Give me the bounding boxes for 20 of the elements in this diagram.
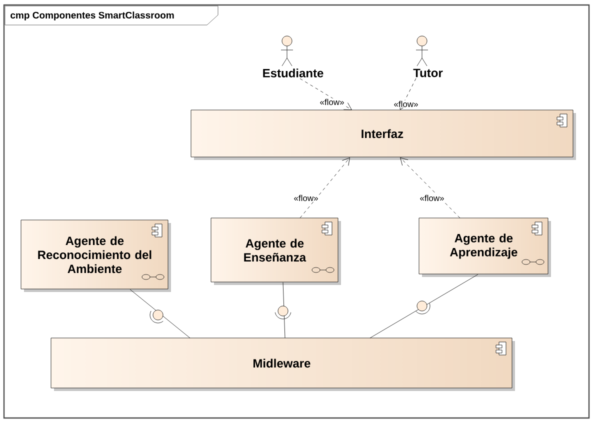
connector xyxy=(130,289,190,338)
edge-label: «flow» xyxy=(394,100,418,108)
connector xyxy=(370,274,478,338)
actor: Estudiante xyxy=(263,36,324,78)
connector xyxy=(300,158,350,218)
node-label: Estudiante xyxy=(263,68,324,78)
connector xyxy=(282,282,286,338)
component-box: Agente de Aprendizaje xyxy=(418,218,551,277)
component-box: Agente de Reconocimiento del Ambiente xyxy=(20,220,171,292)
node-label: Tutor xyxy=(413,68,443,78)
frame-title: cmp Componentes SmartClassroom xyxy=(4,6,218,26)
edge-label: «flow» xyxy=(294,194,318,202)
component-box: Agente de Enseñanza xyxy=(210,218,341,285)
edge-label: «flow» xyxy=(420,194,444,202)
connector xyxy=(300,78,352,110)
connector xyxy=(400,157,460,218)
actor: Tutor xyxy=(413,36,443,78)
component-box: Interfaz xyxy=(190,110,576,160)
edge-label: «flow» xyxy=(320,98,344,106)
component-box: Midleware xyxy=(50,338,515,391)
